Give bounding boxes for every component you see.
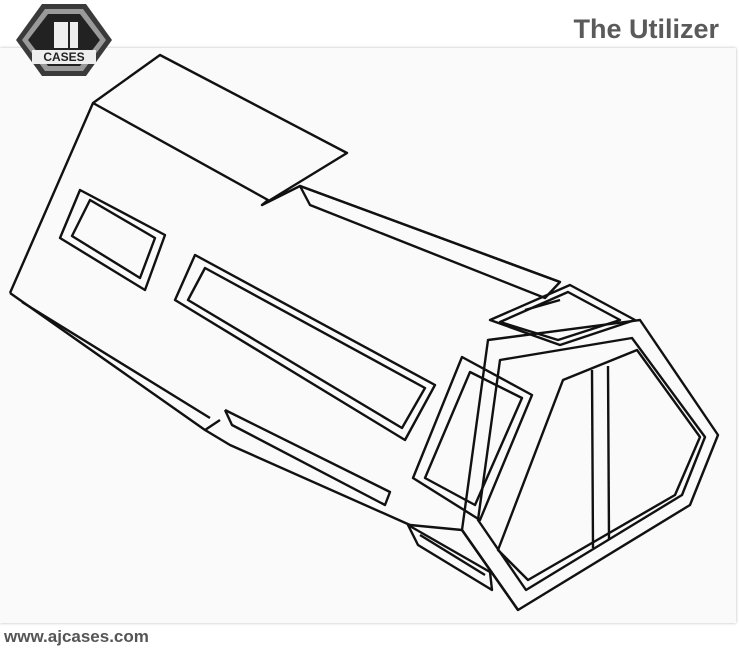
aj-cases-logo: CASES: [16, 4, 112, 76]
page-title: The Utilizer: [573, 14, 719, 44]
drawing-panel: [0, 48, 736, 623]
website-url[interactable]: www.ajcases.com: [4, 627, 149, 646]
svg-text:CASES: CASES: [43, 50, 84, 64]
